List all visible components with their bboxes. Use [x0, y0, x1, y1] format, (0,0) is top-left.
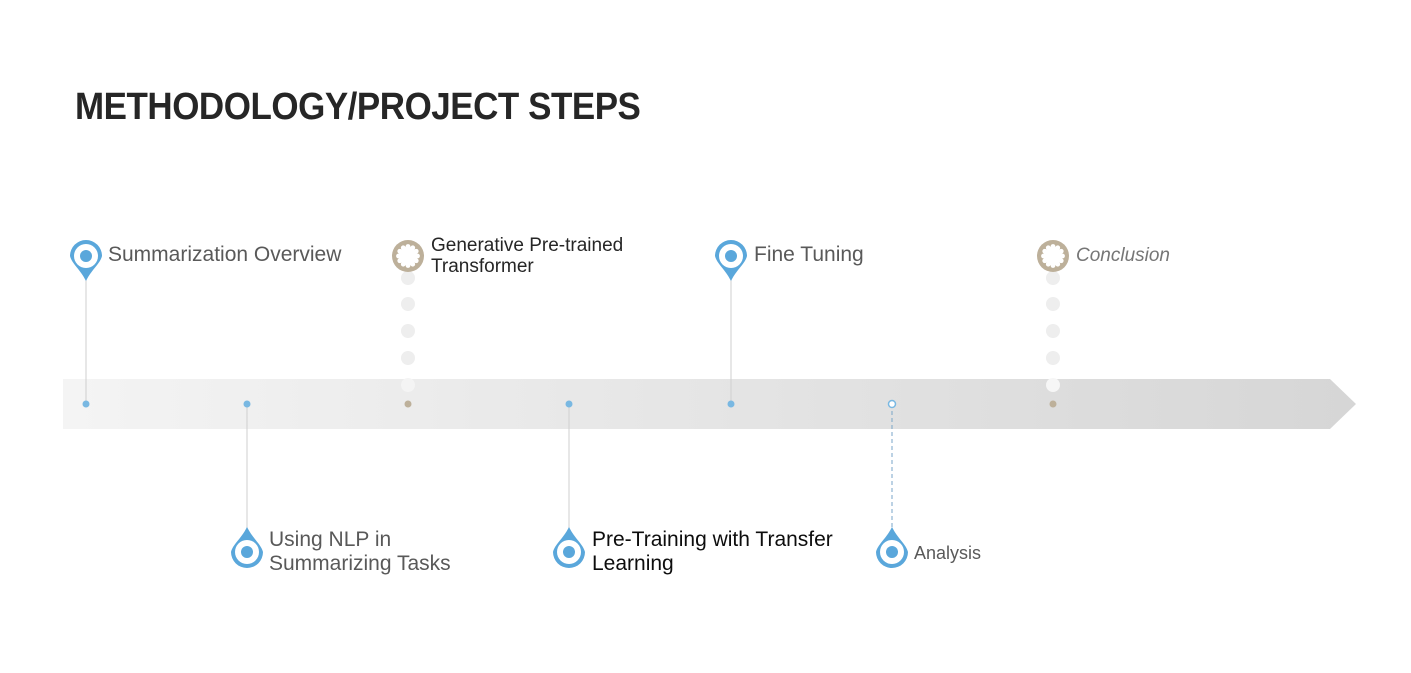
- pin-icon: [876, 527, 908, 568]
- timeline-dot: [887, 399, 897, 409]
- step-label-fine-tuning: Fine Tuning: [754, 243, 864, 266]
- timeline-dot: [404, 400, 412, 408]
- pin-icon: [715, 240, 747, 281]
- step-label-analysis: Analysis: [914, 543, 982, 563]
- timeline-dot: [82, 400, 90, 408]
- pin-icon: [70, 240, 102, 281]
- step-label-line: Generative Pre-trained: [431, 235, 624, 256]
- step-label-conclusion: Conclusion: [1076, 245, 1170, 266]
- step-label-line: Using NLP in: [269, 528, 392, 551]
- pin-icon: [231, 527, 263, 568]
- step-label-using-nlp: Using NLP in Summarizing Tasks: [269, 528, 451, 576]
- step-label-line: Pre-Training with Transfer: [592, 528, 833, 551]
- timeline-dot: [565, 400, 573, 408]
- pin-icon: [553, 527, 585, 568]
- gear-icon: [1037, 240, 1069, 272]
- timeline-dot: [243, 400, 251, 408]
- bead-column: [401, 271, 415, 392]
- bead-column: [1046, 271, 1060, 392]
- step-label-line: Summarizing Tasks: [269, 552, 451, 575]
- timeline-arrow: [63, 379, 1356, 429]
- gear-icon: [392, 240, 424, 272]
- step-label-summarization-overview: Summarization Overview: [108, 243, 342, 266]
- step-label-gpt: Generative Pre-trained Transformer: [431, 235, 623, 277]
- step-label-line: Learning: [592, 552, 674, 575]
- step-label-line: Transformer: [431, 256, 534, 277]
- timeline-dot: [727, 400, 735, 408]
- step-label-pre-training: Pre-Training with Transfer Learning: [592, 528, 833, 576]
- timeline-dot: [1049, 400, 1057, 408]
- page-title: METHODOLOGY/PROJECT STEPS: [75, 86, 641, 128]
